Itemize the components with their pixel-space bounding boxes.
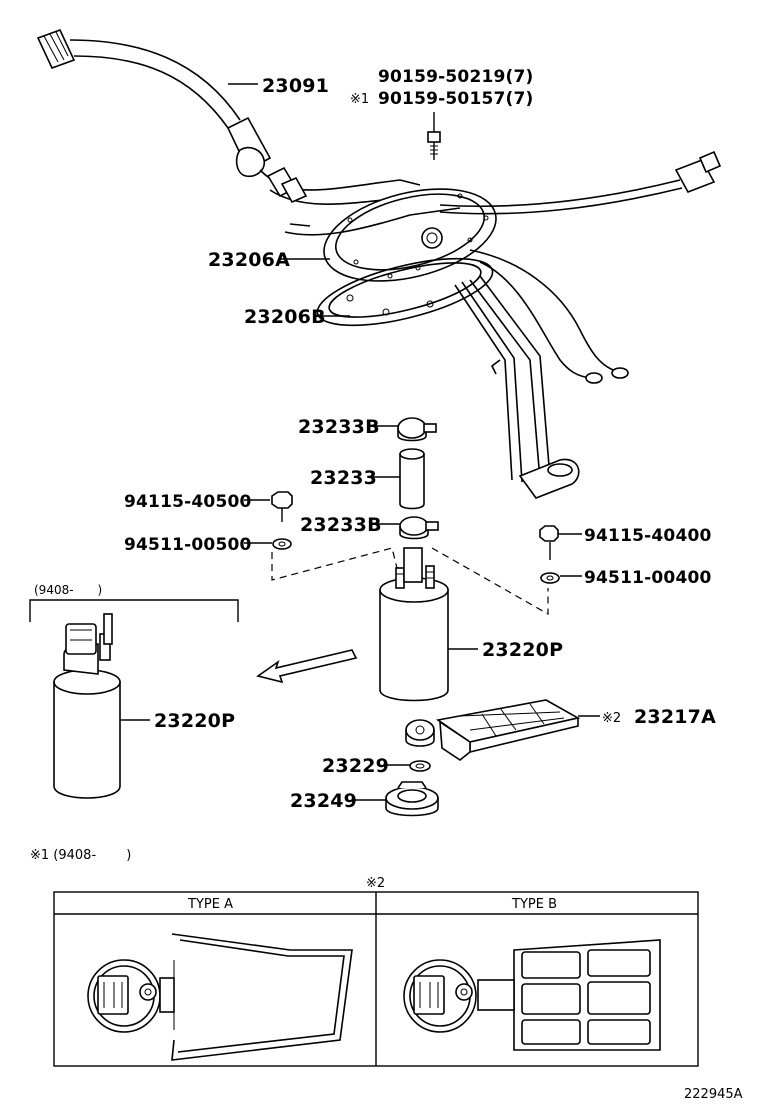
label-alternate-range: (9408- ): [34, 583, 102, 597]
fuel-tube-assembly: [454, 275, 580, 499]
label-94115-40500: 94115-40500: [124, 492, 252, 512]
direction-arrow: [256, 649, 358, 684]
diagram-id: 222945A: [684, 1087, 743, 1102]
washer-23229: [409, 760, 431, 772]
label-23233: 23233: [310, 467, 377, 489]
wiring-harness: [439, 150, 722, 384]
label-90159-50219: 90159-50219(7): [378, 67, 534, 87]
fuel-pump-23220P-alternate: [53, 613, 121, 799]
label-mark2: ※2: [602, 711, 621, 726]
washer-94511-00500: [272, 538, 292, 550]
hose-23233: [399, 448, 425, 510]
clamp-23233B-bottom: [399, 516, 439, 540]
fuel-filter-23217A: [405, 699, 581, 761]
leader-lines: [120, 83, 600, 801]
label-90159-50157: 90159-50157(7): [378, 89, 534, 109]
label-23233B-top: 23233B: [298, 416, 380, 438]
label-23220P-main: 23220P: [482, 639, 563, 661]
label-23220P-alternate: 23220P: [154, 710, 235, 732]
label-23206B: 23206B: [244, 306, 326, 328]
type-a-filter-illustration: [87, 933, 353, 1061]
type-comparison-table: ※2 TYPE A TYPE B: [53, 876, 699, 1067]
fuel-hose-23091: [36, 28, 421, 205]
label-94511-00400: 94511-00400: [584, 568, 712, 588]
fuel-pump-23220P-main: [379, 547, 449, 702]
table-header-type-b: TYPE B: [511, 897, 557, 912]
table-header-type-a: TYPE A: [187, 897, 233, 912]
label-23217A: 23217A: [634, 706, 716, 728]
label-94511-00500: 94511-00500: [124, 535, 252, 555]
label-23091: 23091: [262, 75, 329, 97]
label-23229: 23229: [322, 755, 389, 777]
label-23233B-bottom: 23233B: [300, 514, 382, 536]
dashed-mounting-lines: [271, 547, 549, 616]
cushion-23249: [385, 781, 439, 817]
screw-90159: [427, 131, 441, 160]
label-23249: 23249: [290, 790, 357, 812]
fuel-pump-bracket-23206A: [284, 188, 497, 282]
gasket-23206B: [316, 257, 494, 327]
table-mark: ※2: [366, 876, 385, 891]
type-b-filter-illustration: [403, 939, 661, 1051]
nut-94115-40500: [271, 491, 293, 522]
label-94115-40400: 94115-40400: [584, 526, 712, 546]
alternate-pump-bracket: [29, 599, 239, 622]
label-23206A: 23206A: [208, 249, 290, 271]
label-mark1: ※1: [350, 92, 369, 107]
footnote-1: ※1 (9408- ): [30, 848, 131, 863]
clamp-23233B-top: [397, 417, 437, 442]
washer-94511-00400: [540, 572, 560, 584]
nut-94115-40400: [539, 525, 559, 560]
